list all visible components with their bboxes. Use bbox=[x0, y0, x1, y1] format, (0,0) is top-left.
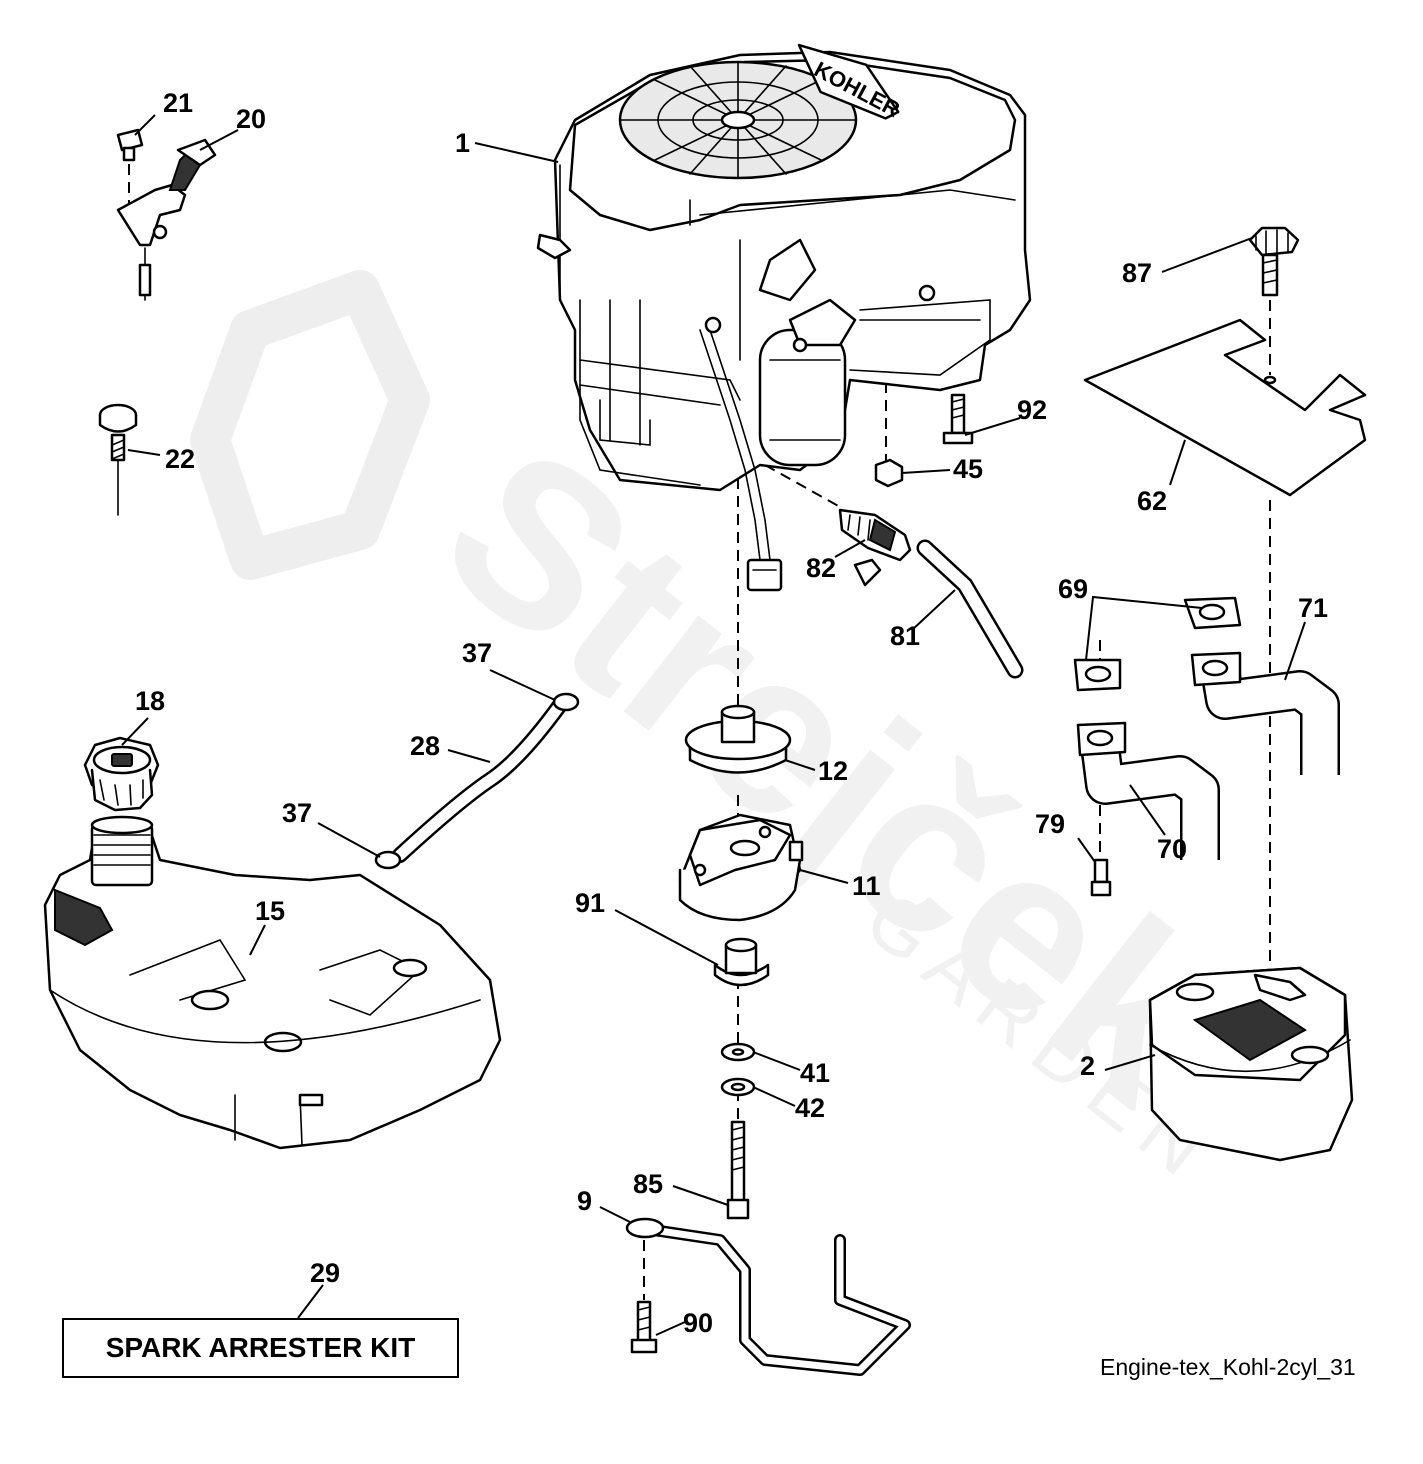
throttle-control[interactable] bbox=[116, 138, 217, 301]
callout-42: 42 bbox=[795, 1093, 825, 1123]
fuel-hose-short[interactable] bbox=[916, 539, 1024, 679]
callout-37a: 37 bbox=[462, 638, 492, 668]
exhaust-gasket-right[interactable] bbox=[1183, 596, 1242, 630]
assembly-lines bbox=[128, 146, 1271, 1300]
callout-2: 2 bbox=[1080, 1051, 1095, 1081]
pulley-bolt[interactable] bbox=[726, 1120, 750, 1220]
muffler-bracket[interactable] bbox=[625, 1217, 911, 1376]
bracket-bolt[interactable] bbox=[630, 1300, 658, 1354]
engine-nut[interactable] bbox=[874, 458, 904, 488]
fuel-filter[interactable] bbox=[838, 508, 912, 587]
fuel-cap[interactable] bbox=[83, 736, 160, 812]
exhaust-pipe-left[interactable] bbox=[1076, 721, 1220, 860]
hose-clamp-lower[interactable] bbox=[374, 850, 402, 870]
choke-knob[interactable] bbox=[98, 403, 138, 516]
callout-91: 91 bbox=[575, 888, 605, 918]
heat-shield[interactable] bbox=[1083, 318, 1367, 497]
shield-knob[interactable] bbox=[1248, 226, 1300, 297]
spark-arrester-kit-label: SPARK ARRESTER KIT bbox=[105, 1332, 416, 1363]
drawing-id: Engine-tex_Kohl-2cyl_31 bbox=[1100, 1354, 1356, 1380]
callout-82: 82 bbox=[806, 553, 836, 583]
hose-clamp-upper[interactable] bbox=[552, 692, 580, 712]
callout-1: 1 bbox=[455, 128, 470, 158]
callout-41: 41 bbox=[800, 1058, 830, 1088]
callout-79: 79 bbox=[1035, 809, 1065, 839]
callout-37b: 37 bbox=[282, 798, 312, 828]
engine-fan-grille bbox=[619, 61, 857, 179]
callout-81: 81 bbox=[890, 621, 920, 651]
spark-arrester-kit-box[interactable]: SPARK ARRESTER KIT bbox=[62, 1318, 459, 1378]
muffler[interactable] bbox=[1148, 966, 1354, 1162]
throttle-bolt[interactable] bbox=[116, 128, 144, 162]
fuel-tank[interactable] bbox=[43, 815, 502, 1150]
engine-pulley[interactable] bbox=[684, 704, 792, 774]
engine-bolt[interactable] bbox=[942, 393, 974, 445]
callout-15: 15 bbox=[255, 896, 285, 926]
callout-29: 29 bbox=[310, 1258, 340, 1288]
callout-20: 20 bbox=[236, 104, 266, 134]
exhaust-screw[interactable] bbox=[1090, 858, 1112, 897]
engine[interactable]: KOHLER bbox=[536, 43, 1032, 592]
washer-41[interactable] bbox=[720, 1042, 756, 1062]
fuel-hose[interactable] bbox=[392, 697, 568, 863]
callout-11: 11 bbox=[852, 871, 881, 901]
callout-69: 69 bbox=[1058, 574, 1088, 604]
exhaust-pipe-right[interactable] bbox=[1190, 651, 1340, 775]
leader-lines bbox=[121, 114, 1306, 1336]
callout-92: 92 bbox=[1017, 395, 1047, 425]
callout-22: 22 bbox=[165, 444, 195, 474]
callout-12: 12 bbox=[818, 756, 848, 786]
exhaust-gasket-left[interactable] bbox=[1073, 658, 1122, 692]
washer-42[interactable] bbox=[720, 1077, 756, 1097]
pto-clutch[interactable] bbox=[678, 813, 804, 922]
callout-90: 90 bbox=[683, 1308, 713, 1338]
callout-18: 18 bbox=[135, 686, 165, 716]
callout-70: 70 bbox=[1157, 834, 1187, 864]
callouts: 1 2 9 11 12 15 18 20 21 22 28 29 37 37 4… bbox=[135, 88, 1328, 1338]
callout-71: 71 bbox=[1298, 593, 1328, 623]
callout-45: 45 bbox=[953, 454, 983, 484]
callout-28: 28 bbox=[410, 731, 440, 761]
callout-85: 85 bbox=[633, 1169, 663, 1199]
callout-21: 21 bbox=[163, 88, 193, 118]
callout-9: 9 bbox=[577, 1186, 592, 1216]
callout-87: 87 bbox=[1122, 258, 1152, 288]
pulley-bushing[interactable] bbox=[713, 937, 770, 987]
callout-62: 62 bbox=[1137, 486, 1167, 516]
